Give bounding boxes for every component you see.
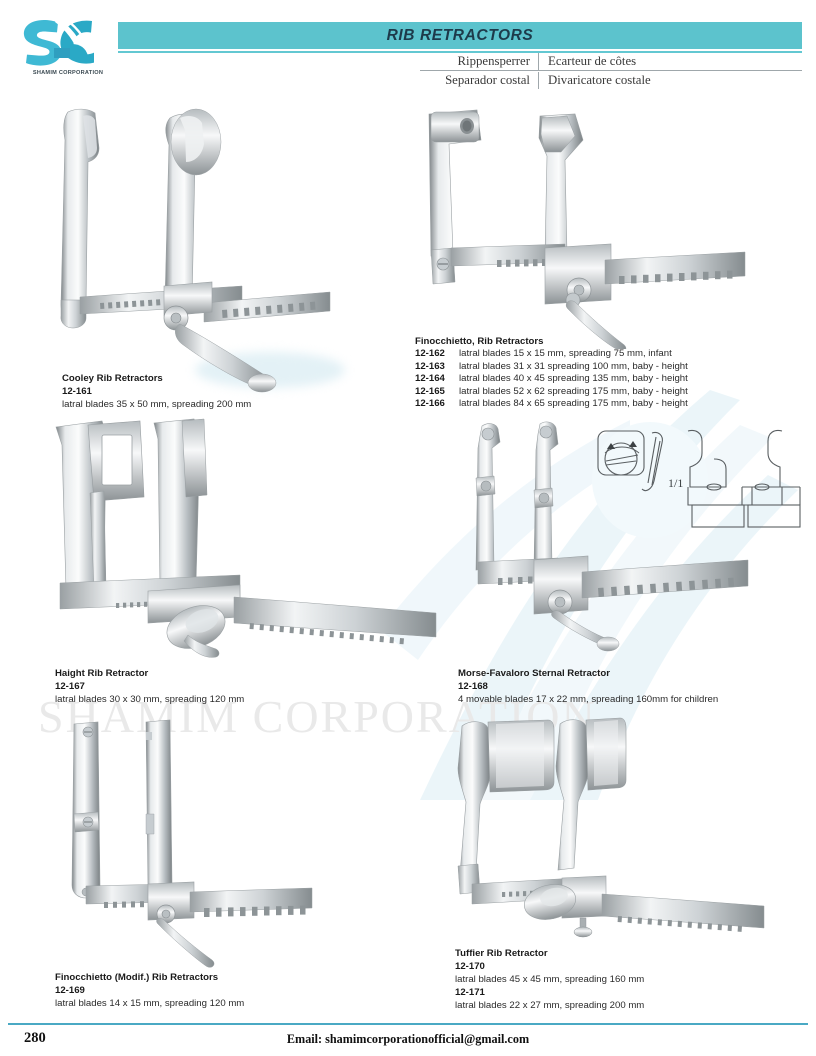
tuffier-ref-1: 12-170	[455, 961, 485, 972]
tuffier-rib-retractor-photo	[444, 716, 814, 946]
haight-ref: 12-167	[55, 681, 85, 692]
finocchietto-rib-retractor-photo	[415, 104, 805, 349]
finocchietto-modif-desc: latral blades 14 x 15 mm, spreading 120 …	[55, 998, 245, 1009]
translation-row-1: Rippensperrer Ecarteur de côtes	[420, 52, 802, 71]
svg-text:1/1: 1/1	[668, 476, 683, 490]
page-title-banner: RIB RETRACTORS	[118, 22, 802, 49]
page-title: RIB RETRACTORS	[386, 27, 534, 44]
tuffier-ref-2: 12-171	[455, 987, 485, 998]
page-number: 280	[24, 1030, 46, 1046]
cooley-ref: 12-161	[62, 386, 92, 397]
morse-favaloro-ref: 12-168	[458, 681, 488, 692]
morse-favaloro-caption: Morse-Favaloro Sternal Retractor 12-168 …	[458, 667, 718, 706]
translation-table: Rippensperrer Ecarteur de côtes Separado…	[420, 52, 802, 89]
translation-spanish: Separador costal	[445, 73, 530, 87]
footer-email: Email: shamimcorporationofficial@gmail.c…	[286, 1032, 530, 1046]
finocchietto-modif-rib-retractor-photo	[52, 718, 382, 968]
footer-divider	[8, 1023, 808, 1025]
haight-caption: Haight Rib Retractor 12-167 latral blade…	[55, 667, 244, 706]
haight-rib-retractor-photo	[44, 415, 444, 665]
translation-german: Rippensperrer	[457, 54, 531, 68]
tuffier-title: Tuffier Rib Retractor	[455, 948, 548, 959]
morse-favaloro-desc: 4 movable blades 17 x 22 mm, spreading 1…	[458, 694, 719, 705]
finocchietto-modif-caption: Finocchietto (Modif.) Rib Retractors 12-…	[55, 971, 244, 1010]
morse-favaloro-title: Morse-Favaloro Sternal Retractor	[458, 668, 610, 679]
translation-italian: Divaricatore costale	[538, 72, 802, 89]
tuffier-desc-2: latral blades 22 x 27 mm, spreading 200 …	[455, 1000, 645, 1011]
finocchietto-modif-ref: 12-169	[55, 985, 85, 996]
logo-company-name: SHAMIM CORPORATION	[32, 70, 104, 76]
banner-underline	[118, 51, 802, 53]
tuffier-caption: Tuffier Rib Retractor 12-170 latral blad…	[455, 947, 644, 1012]
haight-title: Haight Rib Retractor	[55, 668, 149, 679]
finocchietto-modif-title: Finocchietto (Modif.) Rib Retractors	[55, 972, 219, 983]
cooley-title: Cooley Rib Retractors	[62, 373, 163, 384]
haight-desc: latral blades 30 x 30 mm, spreading 120 …	[55, 694, 245, 705]
translation-row-2: Separador costal Divaricatore costale	[420, 71, 802, 89]
company-logo: SHAMIM CORPORATION	[14, 14, 110, 80]
finocchietto-title: Finocchietto, Rib Retractors	[415, 336, 544, 347]
cooley-caption: Cooley Rib Retractors 12-161 latral blad…	[62, 372, 251, 411]
blade-detail-line-drawing: 1/1	[596, 425, 806, 540]
sc-monogram-logo-icon	[23, 15, 94, 66]
cooley-desc: latral blades 35 x 50 mm, spreading 200 …	[62, 399, 252, 410]
tuffier-desc-1: latral blades 45 x 45 mm, spreading 160 …	[455, 974, 645, 985]
cooley-rib-retractor-photo	[52, 100, 382, 400]
translation-french: Ecarteur de côtes	[538, 53, 802, 70]
